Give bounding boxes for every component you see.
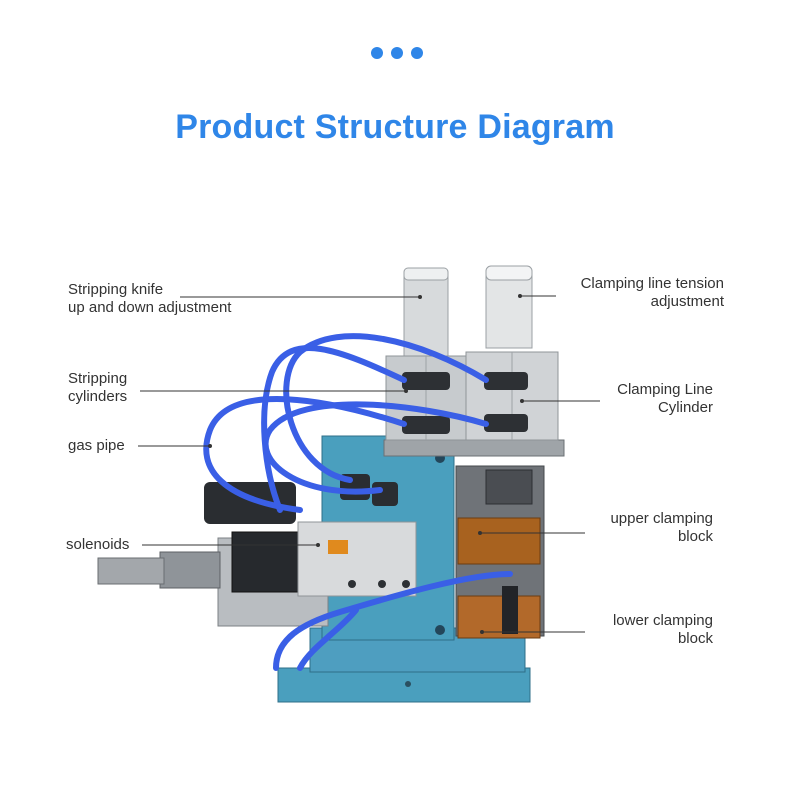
label-line: gas pipe [68,437,125,454]
gas-pipe [262,401,489,495]
post-cap [403,267,449,281]
leader-dot [208,444,212,448]
valve-port [378,580,386,588]
label-clamping-tension: Clamping line tension adjustment [581,275,724,311]
label-clamping-cylinder: Clamping Line Cylinder [617,381,713,417]
label-stripping-cylinders: Stripping cylinders [68,370,127,406]
leader-lines [138,295,600,633]
label-line: Clamping line tension [580,275,724,292]
page-title: Product Structure Diagram [175,108,615,146]
leader-dots [208,294,524,634]
leader-dot [418,295,422,299]
cylinder-rod-housing [159,551,221,589]
label-line: block [677,630,713,647]
top-plate [383,439,565,457]
label-solenoids: solenoids [66,536,129,554]
decorative-dots [371,47,423,59]
cylinder-rod [97,557,165,585]
dot [391,47,403,59]
air-fitting [402,416,450,434]
solenoid-bracket [204,482,296,524]
label-stripping-knife: Stripping knife up and down adjustment [68,281,231,317]
air-fitting [484,372,528,390]
valve-fitting [372,482,398,506]
solenoid-coil [231,531,303,593]
label-line: block [677,528,713,545]
post-cap [485,265,533,281]
screw [405,681,411,687]
gas-pipes [203,333,513,671]
label-line: up and down adjustment [68,299,232,316]
label-line: Stripping knife [68,281,164,298]
label-line: adjustment [650,293,724,310]
label-line: cylinders [68,388,128,405]
label-upper-block: upper clamping block [610,510,713,546]
leader-dot [518,294,522,298]
tension-post [485,275,533,349]
leader-dot [520,399,524,403]
valve-port [348,580,356,588]
solenoid-valve-body [297,521,417,597]
label-line: Cylinder [657,399,713,416]
gas-pipe [261,345,407,513]
air-fitting [484,414,528,432]
gas-pipe [283,333,489,483]
leader-dot [316,543,320,547]
label-line: Stripping [68,370,128,387]
clamp-bolt [502,586,518,634]
leader-dot [404,389,408,393]
lower-clamping-block [457,595,541,639]
label-lower-block: lower clamping block [613,612,713,648]
dot [411,47,423,59]
leader-dot [478,531,482,535]
air-fitting [402,372,450,390]
solenoid-indicator [328,540,348,554]
label-line: solenoids [66,536,130,553]
label-line: upper clamping [610,510,713,527]
gas-pipe [297,607,359,671]
label-line: Clamping Line [617,381,713,398]
valve-port [402,580,410,588]
dot [371,47,383,59]
leader-dot [480,630,484,634]
label-line: lower clamping [612,612,713,629]
clamp-bracket [485,469,533,505]
screw [435,625,445,635]
gas-pipe [273,571,513,671]
machine-base [277,667,531,703]
label-gas-pipe: gas pipe [68,437,125,455]
upper-clamping-block [457,517,541,565]
